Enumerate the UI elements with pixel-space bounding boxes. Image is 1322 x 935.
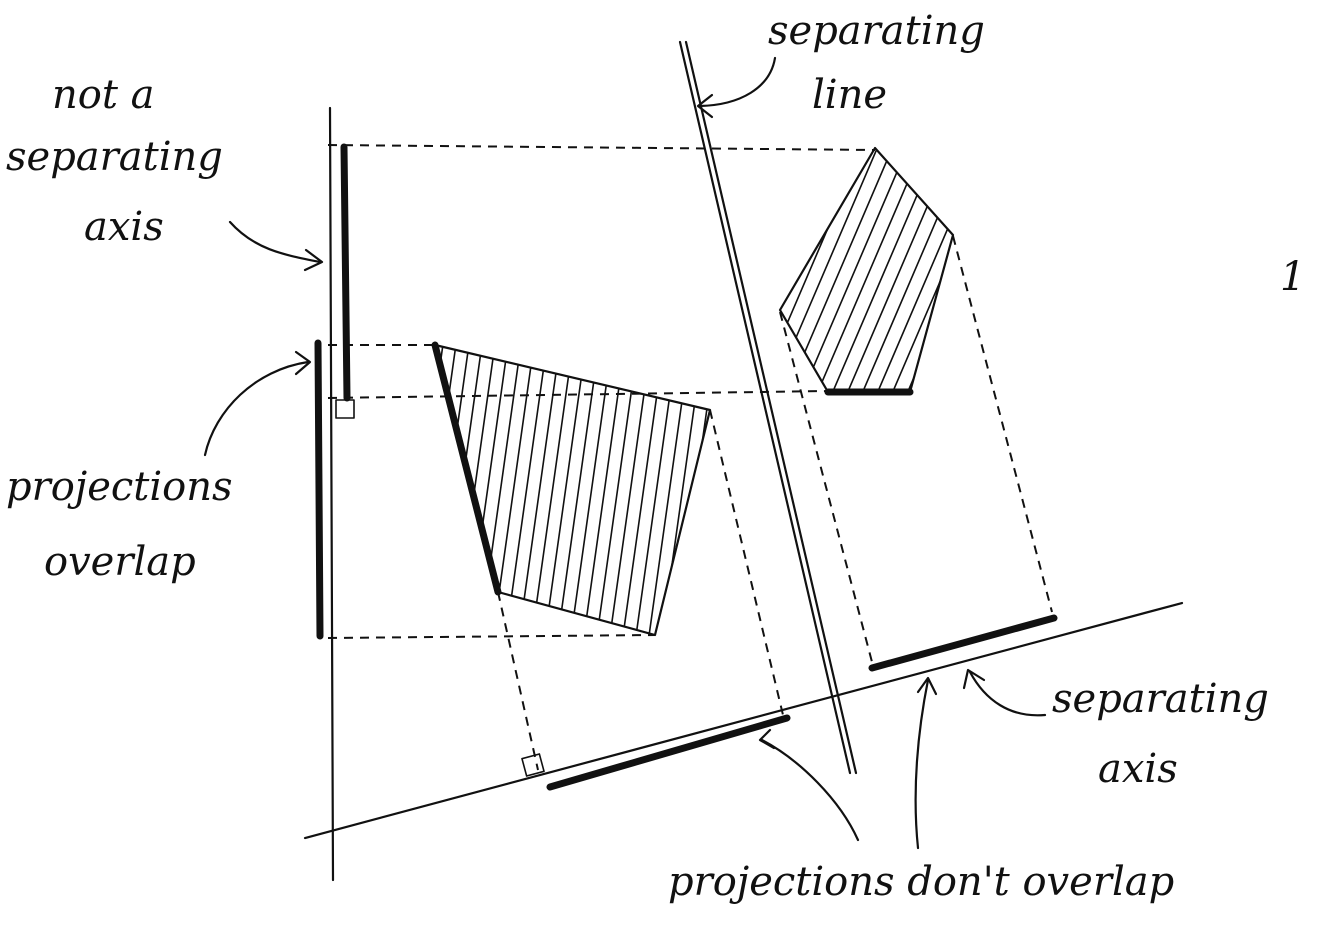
svg-text:axis: axis [1098,746,1178,792]
polygon-b [600,130,955,410]
hatch-stroke [503,345,550,635]
svg-text:separating: separating [768,8,985,54]
projection-lines-vertical [327,144,876,639]
label-separating-axis: separating axis [1052,676,1269,792]
arrow-dont-overlap-right [914,676,938,850]
svg-text:axis: axis [84,204,164,250]
polygon-a [335,330,757,650]
svg-text:overlap: overlap [44,539,196,585]
hatch-stroke [839,148,953,392]
svg-text:not a: not a [52,72,154,118]
hatch-stroke [361,330,406,650]
hatch-stroke [542,345,589,635]
hatch-stroke [780,148,811,392]
hatch-stroke [712,330,757,650]
svg-text:line: line [812,72,887,118]
projection-bar-b-vertical [340,143,351,402]
separating-line [678,40,858,775]
svg-text:projections: projections [6,464,233,510]
hatch-stroke [607,345,654,635]
hatch-stroke [490,345,537,635]
hatch-stroke [581,345,628,635]
hatch-stroke [824,148,946,392]
hatch-stroke [698,345,710,635]
hatch-stroke [809,148,931,392]
right-angle-marker-tilted [521,753,545,777]
label-projections-overlap: projections overlap [6,464,233,585]
hatch-stroke [685,345,710,635]
hatch-stroke [899,148,953,392]
hatch-stroke [645,130,765,410]
svg-text:separating: separating [1052,676,1269,722]
hatch-stroke [780,148,901,392]
hatch-stroke [869,148,953,392]
vertical-axis [328,106,335,882]
hatch-stroke [335,330,380,650]
projection-lines-tilted [497,235,1053,771]
hatch-stroke [780,148,886,392]
hatch-stroke [435,345,472,635]
hatch-stroke [387,330,432,650]
hatch-stroke [854,148,953,392]
hatch-stroke [516,345,563,635]
svg-text:separating: separating [6,134,223,180]
hatch-stroke [646,345,693,635]
projection-bar-a-vertical [314,339,324,640]
projection-bar-b-tilted [868,614,1058,672]
hatch-stroke [659,345,706,635]
arrow-dont-overlap-left [758,728,860,842]
label-projections-dont-overlap: projections don't overlap [668,859,1174,905]
hatch-stroke [780,148,826,392]
hatch-stroke [435,345,446,635]
right-angle-marker-vertical [335,399,355,419]
hatch-stroke [600,130,720,410]
hatch-stroke [594,345,641,635]
hatch-stroke [529,345,576,635]
separating-axis [303,601,1184,840]
arrow-separating-line [696,56,777,119]
hatch-stroke [374,330,419,650]
arrow-projections-overlap [203,350,312,457]
projection-bar-a-tilted [546,714,791,791]
label-separating-line: separating line [768,8,985,118]
hatch-stroke [794,148,916,392]
hatch-stroke [620,345,667,635]
arrow-separating-axis [962,668,1047,717]
hatch-stroke [633,345,680,635]
hatch-stroke [780,148,856,392]
label-not-separating-axis: not a separating axis [6,72,223,250]
page-mark: 1 [1280,254,1305,300]
hatch-stroke [780,148,871,392]
arrow-not-separating-axis [228,220,324,272]
hatch-stroke [780,148,796,392]
hatch-stroke [348,330,393,650]
hatch-stroke [672,345,710,635]
hatch-stroke [477,345,524,635]
hatch-stroke [435,345,459,635]
